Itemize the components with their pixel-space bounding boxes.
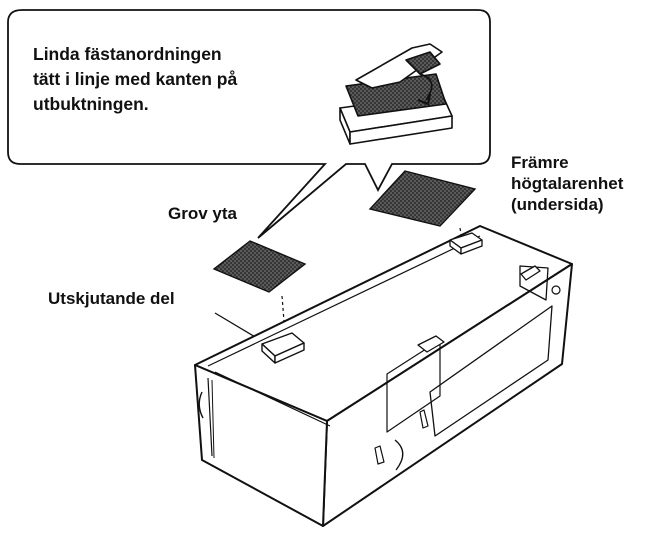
front-label-line-2: högtalarenhet <box>511 174 624 193</box>
callout-line-2: tätt i linje med kanten på <box>33 69 238 89</box>
front-label-line-3: (undersida) <box>511 195 604 214</box>
callout-line-1: Linda fästanordningen <box>33 44 222 64</box>
speaker-unit-drawing <box>194 225 573 527</box>
callout-instruction: Linda fästanordningen tätt i linje med k… <box>33 42 237 117</box>
front-pad-guide <box>459 227 463 241</box>
callout-bubble <box>7 9 491 239</box>
protruding-part-label: Utskjutande del <box>48 289 175 308</box>
front-label-line-1: Främre <box>511 153 569 172</box>
callout-line-3: utbuktningen. <box>33 94 149 114</box>
rough-surface-label: Grov yta <box>168 204 237 223</box>
rough-surface-pad <box>212 240 307 293</box>
front-speaker-label: Främre högtalarenhet (undersida) <box>511 152 623 215</box>
front-velcro-pad <box>368 170 477 227</box>
velcro-wrap-icon <box>339 43 453 145</box>
